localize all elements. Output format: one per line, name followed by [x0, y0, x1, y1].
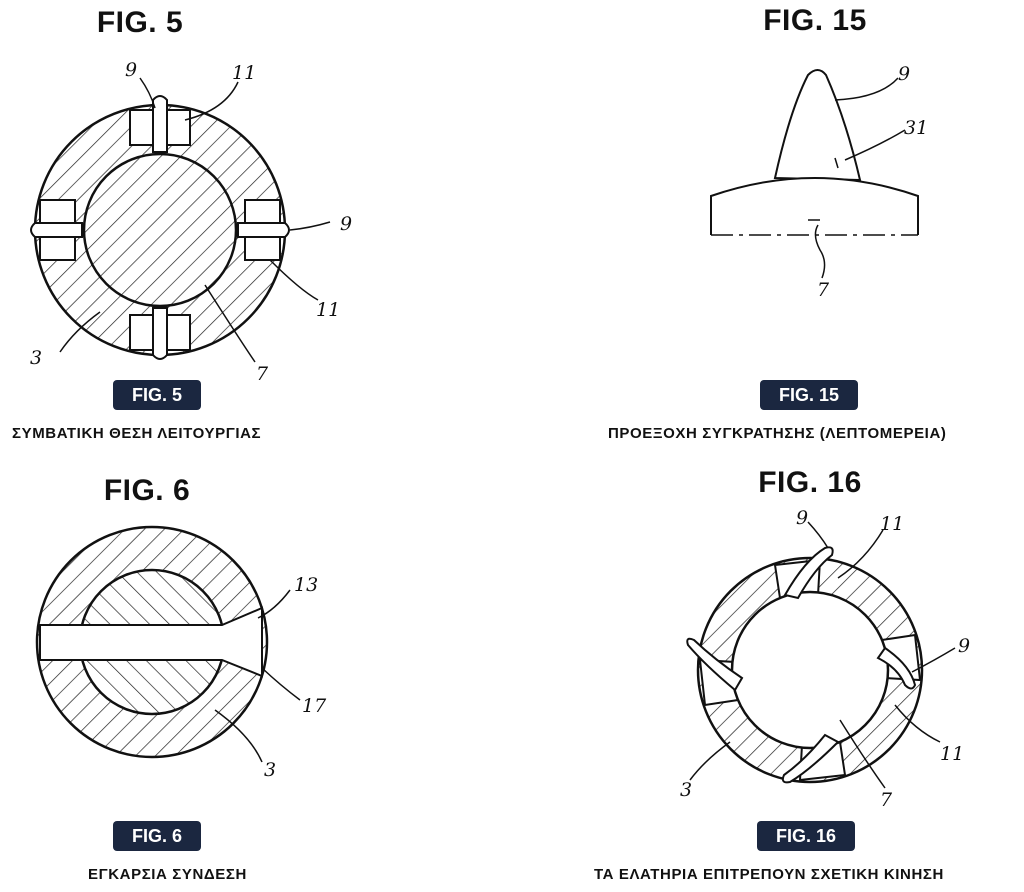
- fig16-label-11-right: 11: [940, 743, 964, 765]
- fig5-label-7: 7: [256, 363, 269, 385]
- fig16-label-3: 3: [680, 779, 692, 801]
- fig6-title: FIG. 6: [103, 474, 191, 507]
- fig6-label-3: 3: [264, 759, 276, 781]
- fig16-caption: ΤΑ ΕΛΑΤΗΡΙΑ ΕΠΙΤΡΕΠΟΥΝ ΣΧΕΤΙΚΗ ΚΙΝΗΣΗ: [594, 866, 944, 883]
- fig5-title: FIG. 5: [96, 6, 184, 39]
- fig15-badge: FIG. 15: [760, 380, 858, 410]
- fig15-label-9: 9: [898, 63, 910, 85]
- fig16-badge: FIG. 16: [757, 821, 855, 851]
- fig16-label-7: 7: [880, 789, 893, 811]
- fig5-caption: ΣΥΜΒΑΤΙΚΗ ΘΕΣΗ ΛΕΙΤΟΥΡΓΙΑΣ: [12, 425, 262, 442]
- fig6-label-13: 13: [294, 574, 318, 596]
- fig16-label-11-top: 11: [880, 513, 904, 535]
- fig16-label-9-top: 9: [796, 507, 808, 529]
- fig15-label-31: 31: [904, 117, 928, 139]
- fig16-label-9-right: 9: [958, 635, 970, 657]
- fig5-label-11-right: 11: [316, 299, 340, 321]
- fig5-label-9-top: 9: [125, 59, 137, 81]
- fig6-badge: FIG. 6: [113, 821, 201, 851]
- fig6-label-17: 17: [302, 695, 327, 717]
- fig5-label-9-right: 9: [340, 213, 352, 235]
- fig15-title: FIG. 15: [763, 4, 867, 37]
- fig15-label-7: 7: [817, 279, 830, 301]
- fig6-caption: ΕΓΚΑΡΣΙΑ ΣΥΝΔΕΣΗ: [88, 866, 247, 883]
- fig5-badge: FIG. 5: [113, 380, 201, 410]
- fig16-title: FIG. 16: [758, 466, 862, 499]
- fig5-label-3: 3: [30, 347, 42, 369]
- fig15-caption: ΠΡΟΕΞΟΧΗ ΣΥΓΚΡΑΤΗΣΗΣ (ΛΕΠΤΟΜΕΡΕΙΑ): [608, 425, 947, 442]
- fig5-label-11-top: 11: [232, 62, 256, 84]
